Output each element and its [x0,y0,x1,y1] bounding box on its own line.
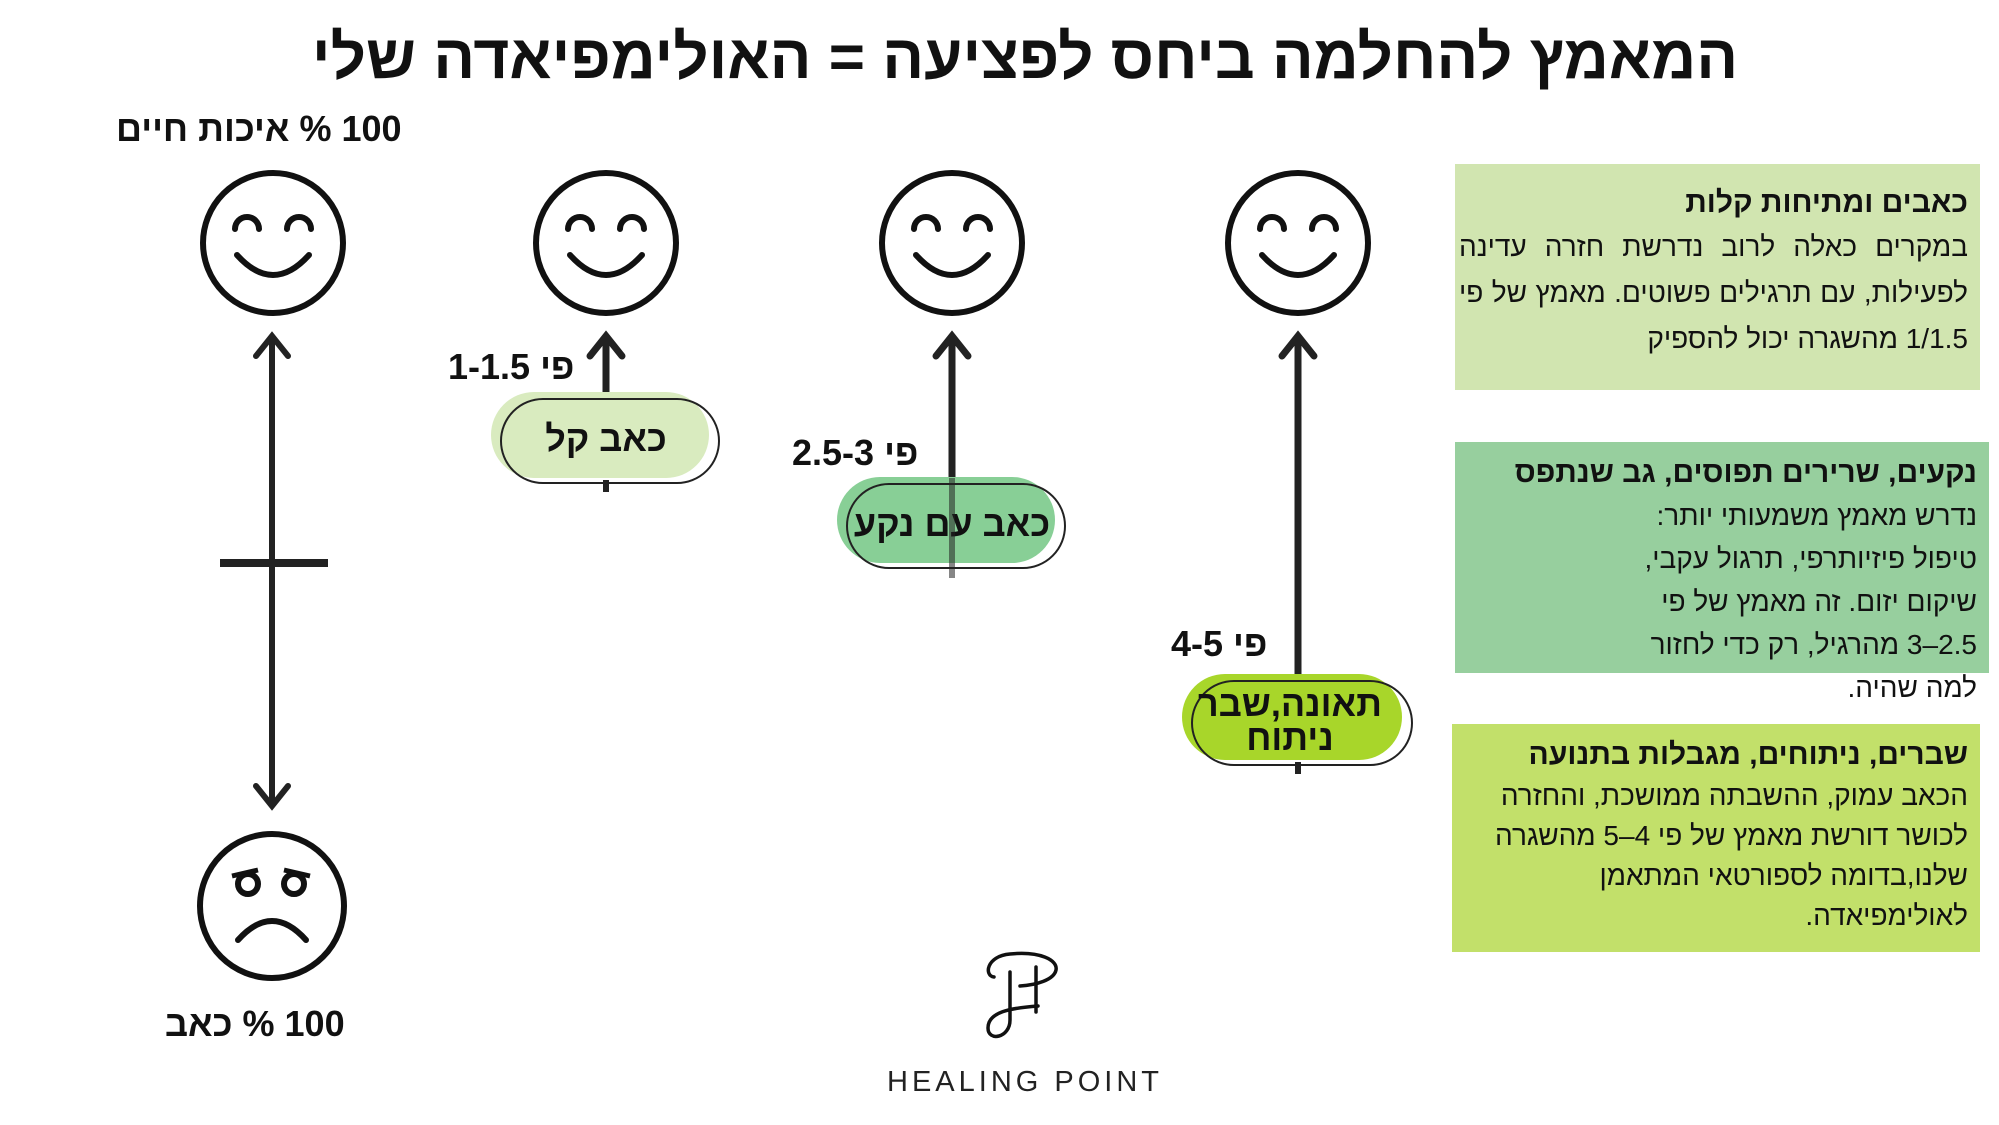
info-box-sprain: נקעים, שרירים תפוסים, גב שנתפס נדרש מאמץ… [1455,442,1989,703]
arrow-tail [949,478,955,578]
effort-arrow-sprain [932,330,972,482]
info-box-body: הכאב עמוק, ההשבתה ממושכת, והחזרה לכושר ד… [1495,780,1968,931]
pain-quality-double-arrow [220,331,328,811]
effort-arrow-fracture [1278,330,1318,680]
pill-outline [846,483,1066,569]
info-box-light: כאבים ומתיחות קלות במקרים כאלה לרוב נדרש… [1455,164,1980,390]
arrow-tail [1295,762,1301,774]
multiplier-label: פי 4-5 [1171,623,1268,664]
info-box-body: נדרש מאמץ משמעותי יותר: טיפול פיזיותרפי,… [1644,500,1977,703]
info-box-body: במקרים כאלה לרוב נדרשת חזרה עדינה לפעילו… [1459,231,1968,354]
happy-face-icon [203,173,343,313]
happy-face-icon [882,173,1022,313]
multiplier-label: פי 1-1.5 [448,346,575,387]
multiplier-label: פי 2.5-3 [792,432,919,473]
healing-point-logo-icon [986,951,1058,1039]
pain-level-pill: תאונה,שבר ניתוח [1198,683,1382,758]
pill-outline [1191,680,1413,766]
arrow-tail [603,480,609,492]
bottom-label: 100 % כאב [165,1003,345,1044]
info-box-heading: נקעים, שרירים תפוסים, גב שנתפס [1514,456,1977,489]
happy-face-icon [536,173,676,313]
info-box-fracture: שברים, ניתוחים, מגבלות בתנועה הכאב עמוק,… [1452,724,1980,952]
top-label: 100 % איכות חיים [116,108,402,149]
sad-face-icon [197,831,347,981]
effort-arrow-light [586,330,626,396]
info-box-heading: כאבים ומתיחות קלות [1685,186,1968,219]
pain-level-pill: כאב קל [545,418,667,459]
info-box-heading: שברים, ניתוחים, מגבלות בתנועה [1528,738,1968,771]
page-title: המאמץ להחלמה ביחס לפציעה = האולימפיאדה ש… [311,23,1739,92]
logo-text: HEALING POINT [887,1066,1163,1098]
happy-face-icon [1228,173,1368,313]
pill-outline [500,398,720,484]
